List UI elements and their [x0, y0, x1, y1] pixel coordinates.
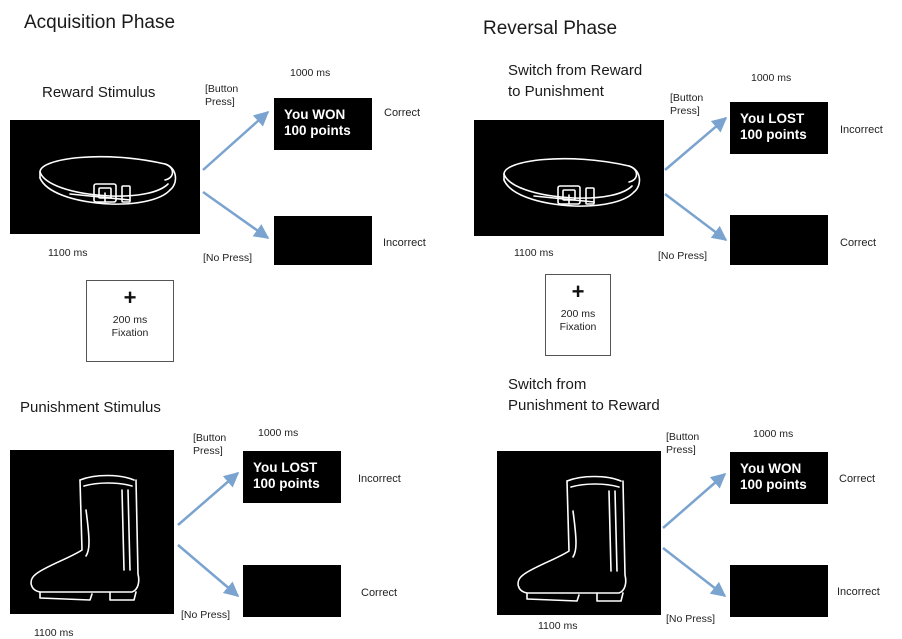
arrow-rev-r2p-press: [664, 117, 728, 171]
punishment-to-reward-stimulus-panel: [497, 451, 661, 615]
reward-outcome-press: Correct: [384, 107, 421, 119]
punishment-button-press-label: [Button Press]: [193, 432, 227, 457]
reward-to-punishment-feedback-time: 1000 ms: [751, 72, 792, 84]
acquisition-fixation-box: + 200 ms Fixation: [86, 280, 174, 362]
reward-button-press-label: [Button Press]: [205, 83, 239, 108]
punishment-to-reward-no-press-label: [No Press]: [666, 613, 716, 625]
reward-to-punishment-button-press-label: [Button Press]: [670, 92, 704, 117]
acquisition-phase-title: Acquisition Phase: [24, 12, 176, 33]
punishment-to-reward-feedback-blank: [730, 565, 828, 617]
punishment-to-reward-button-press-label: [Button Press]: [666, 431, 700, 456]
reward-to-punishment-stimulus-time: 1100 ms: [514, 247, 554, 259]
reward-to-punishment-label: Switch from Reward to Punishment: [508, 62, 643, 100]
reward-stimulus-label: Reward Stimulus: [42, 84, 156, 101]
punishment-no-press-label: [No Press]: [181, 609, 231, 621]
punishment-stimulus-time: 1100 ms: [34, 627, 74, 639]
reward-feedback-blank: [274, 216, 372, 265]
punishment-stimulus-label: Punishment Stimulus: [20, 399, 161, 416]
reward-to-punishment-outcome-no-press: Correct: [840, 237, 877, 249]
punishment-outcome-no-press: Correct: [361, 587, 398, 599]
reward-to-punishment-outcome-press: Incorrect: [840, 124, 883, 136]
reward-no-press-label: [No Press]: [203, 252, 253, 264]
punishment-to-reward-stimulus-time: 1100 ms: [538, 620, 578, 632]
arrow-rev-p2r-nopress: [662, 547, 727, 597]
fixation-cross-icon: +: [123, 285, 137, 310]
arrow-rev-r2p-nopress: [664, 193, 728, 241]
punishment-feedback-blank: [243, 565, 341, 617]
reversal-fixation-box: + 200 ms Fixation: [545, 274, 611, 356]
reversal-phase-title: Reversal Phase: [483, 18, 618, 39]
punishment-feedback-lost: You LOST 100 points: [243, 451, 341, 503]
fixation-label: Fixation: [111, 327, 149, 339]
arrow-acq-reward-nopress: [202, 190, 270, 240]
reward-to-punishment-feedback-lost: You LOST 100 points: [730, 102, 828, 154]
boot-icon: [517, 475, 627, 602]
arrow-acq-reward-press: [202, 111, 270, 171]
boot-icon: [30, 474, 140, 601]
reward-to-punishment-feedback-blank: [730, 215, 828, 265]
fixation-time: 200 ms: [112, 314, 148, 326]
fixation-time: 200 ms: [560, 308, 596, 320]
reward-to-punishment-no-press-label: [No Press]: [658, 250, 708, 262]
fixation-cross-icon: +: [571, 279, 585, 304]
punishment-to-reward-feedback-time: 1000 ms: [753, 428, 794, 440]
punishment-to-reward-outcome-press: Correct: [839, 473, 876, 485]
reward-to-punishment-stimulus-panel: [474, 120, 664, 236]
punishment-to-reward-feedback-won: You WON 100 points: [730, 452, 828, 504]
belt-icon: [503, 157, 641, 207]
punishment-to-reward-label: Switch from Punishment to Reward: [508, 376, 660, 414]
reward-stimulus-time: 1100 ms: [48, 247, 88, 259]
punishment-stimulus-panel: [10, 450, 174, 614]
reward-outcome-no-press: Incorrect: [383, 237, 426, 249]
arrow-rev-p2r-press: [662, 473, 727, 529]
reward-feedback-won: You WON 100 points: [274, 98, 372, 150]
reward-feedback-time: 1000 ms: [290, 67, 331, 79]
reward-stimulus-panel: [10, 120, 200, 234]
punishment-feedback-time: 1000 ms: [258, 427, 299, 439]
fixation-label: Fixation: [559, 321, 597, 333]
belt-icon: [39, 155, 177, 205]
arrow-acq-punish-nopress: [177, 544, 240, 597]
arrow-acq-punish-press: [177, 472, 240, 526]
punishment-to-reward-outcome-no-press: Incorrect: [837, 586, 880, 598]
punishment-outcome-press: Incorrect: [358, 473, 401, 485]
